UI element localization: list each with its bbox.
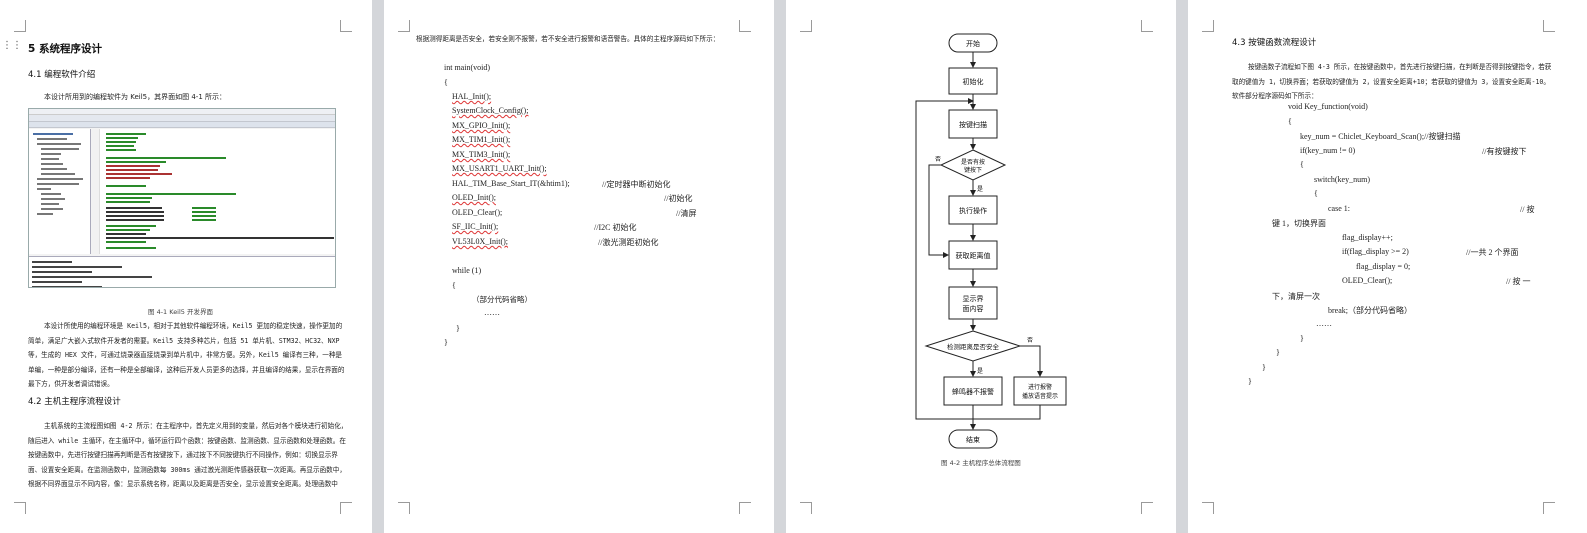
figure-caption-4-1: 图 4-1 Keil5 开发界面 (148, 308, 213, 316)
section-heading-4-2: 4.2 主机主程序流程设计 (28, 397, 121, 407)
document-page-2: 根据测得距离是否安全，若安全则不报警，若不安全进行报警和语音警告。具体的主程序源… (384, 0, 774, 533)
code-line: if(flag_display >= 2) (1342, 247, 1409, 256)
code-line: flag_display = 0; (1356, 262, 1411, 271)
page-gap (372, 0, 384, 533)
code-line: } (1300, 334, 1304, 343)
intro-text: 本设计所用到的编程软件为 Keil5，其界面如图 4-1 所示： (44, 93, 226, 101)
code-line: { (1314, 189, 1318, 198)
code-line: void Key_function(void) (1288, 102, 1368, 111)
code-comment: //一共 2 个界面 (1466, 248, 1519, 257)
pressed-label-2: 键按下 (964, 166, 982, 174)
figure-caption-4-2: 图 4-2 主机程序总体流程图 (941, 459, 1021, 467)
code-line: } (1262, 363, 1266, 372)
section-heading-4-3: 4.3 按键函数流程设计 (1232, 38, 1317, 48)
project-tree (29, 129, 91, 254)
exec-label: 执行操作 (959, 206, 987, 215)
start-label: 开始 (966, 39, 980, 48)
document-page-1: ⋮⋮ 5 系统程序设计 4.1 编程软件介绍 本设计所用到的编程软件为 Keil… (0, 0, 372, 533)
alarm-label-2: 播放语音提示 (1022, 392, 1058, 400)
code-editor (92, 129, 335, 254)
alarm-node (1013, 376, 1067, 406)
code-line: switch(key_num) (1314, 175, 1370, 184)
page-gap (1176, 0, 1188, 533)
section-heading-4-1: 4.1 编程软件介绍 (28, 70, 96, 80)
code-line: SystemClock_Config(); (452, 106, 529, 115)
end-label: 结束 (966, 435, 980, 444)
exec-node (948, 195, 998, 225)
document-page-3: 开始 初始化 按键扫描 是否有按 键按下 执行操作 获取距离值 显示界 面内容 … (786, 0, 1176, 533)
code-line: （部分代码省略） (472, 295, 532, 304)
code-line: SF_IIC_Init(); (452, 222, 499, 231)
code-line: } (1276, 348, 1280, 357)
code-comment: //激光测距初始化 (598, 238, 659, 247)
code-comment: //有按键按下 (1482, 147, 1527, 156)
no-label: 否 (1027, 337, 1033, 344)
keil-screenshot-figure (28, 108, 336, 288)
build-output-panel (29, 256, 335, 287)
code-comment: //I2C 初始化 (594, 223, 637, 232)
buzzer-label: 蜂鸣器不报警 (952, 387, 994, 396)
alarm-label-1: 进行报警 (1028, 383, 1052, 391)
init-node (948, 67, 998, 95)
pressed-label-1: 是否有按 (961, 158, 985, 166)
code-line: if(key_num != 0) (1300, 146, 1356, 155)
code-line: } (444, 338, 448, 347)
code-line: OLED_Init(); (452, 193, 496, 202)
code-line: case 1: (1328, 204, 1350, 213)
code-line: int main(void) (444, 63, 490, 72)
buzzer-node (943, 376, 1003, 406)
safe-label: 检测距离是否安全 (947, 342, 1000, 351)
paragraph-keil5: 本设计所使用的编程环境是 Keil5，相对于其他软件编程环境，Keil5 更加的… (28, 322, 345, 388)
code-line: break;（部分代码省略） (1328, 306, 1412, 315)
code-line: …… (484, 308, 500, 317)
scan-node (948, 109, 998, 139)
no-label: 否 (935, 156, 941, 163)
code-line: while (1) (452, 266, 482, 275)
code-line: MX_USART1_UART_Init(); (452, 164, 547, 173)
get-label: 获取距离值 (956, 251, 991, 260)
paragraph-main-flow: 主机系统的主流程图如图 4-2 所示：在主程序中，首先定义用到的变量，然后对各个… (28, 422, 348, 488)
chapter-heading: 5 系统程序设计 (28, 43, 102, 55)
code-line: flag_display++; (1342, 233, 1393, 242)
code-line: HAL_TIM_Base_Start_IT(&htim1); (452, 179, 570, 188)
code-comment: //初始化 (664, 194, 693, 203)
main-flowchart: 开始 初始化 按键扫描 是否有按 键按下 执行操作 获取距离值 显示界 面内容 … (915, 33, 1067, 449)
paragraph-key-function: 按键函数子流程如下图 4-3 所示，在按键函数中，首先进行按键扫描，在判断是否得… (1232, 63, 1552, 100)
code-line: key_num = Chiclet_Keyboard_Scan();//按键扫描 (1300, 132, 1461, 141)
document-page-4: 4.3 按键函数流程设计 按键函数子流程如下图 4-3 所示，在按键函数中，首先… (1188, 0, 1587, 533)
display-label-2: 面内容 (963, 304, 984, 313)
end-node (948, 429, 998, 449)
code-line: } (456, 324, 460, 333)
code-line: …… (1316, 319, 1332, 328)
init-label: 初始化 (963, 77, 984, 86)
code-comment: // 按 (1520, 205, 1535, 214)
code-line: { (1300, 160, 1304, 169)
code-line: HAL_Init(); (452, 92, 492, 101)
display-node (948, 286, 998, 320)
scan-label: 按键扫描 (959, 120, 987, 129)
display-label-1: 显示界 (963, 295, 984, 303)
code-line: { (1288, 117, 1292, 126)
paragraph-continued: 根据测得距离是否安全，若安全则不报警，若不安全进行报警和语音警告。具体的主程序源… (416, 35, 720, 43)
yes-label: 是 (977, 186, 983, 193)
code-line: 下，清屏一次 (1272, 292, 1320, 301)
code-line: MX_TIM3_Init(); (452, 150, 511, 159)
code-line: } (1248, 377, 1252, 386)
code-line: OLED_Clear(); (452, 208, 503, 217)
code-line: { (452, 281, 456, 290)
code-comment: //清屏 (676, 209, 697, 218)
code-line: 键 1，切换界面 (1272, 219, 1326, 228)
code-line: MX_TIM1_Init(); (452, 135, 511, 144)
code-line: { (444, 78, 448, 87)
code-comment: // 按 一 (1506, 277, 1531, 286)
code-line: VL53L0X_Init(); (452, 237, 508, 246)
code-comment: //定时器中断初始化 (602, 180, 671, 189)
yes-label: 是 (977, 368, 983, 375)
move-handle-icon[interactable]: ⋮⋮ (2, 40, 22, 51)
page-gap (774, 0, 786, 533)
code-line: MX_GPIO_Init(); (452, 121, 511, 130)
code-line: OLED_Clear(); (1342, 276, 1393, 285)
